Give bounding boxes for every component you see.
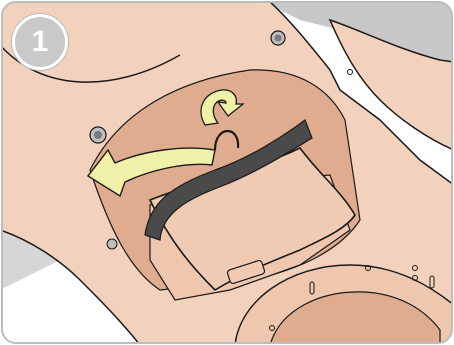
step-number: 1 (32, 27, 49, 57)
screw-left-lower (107, 239, 117, 249)
step-number-badge: 1 (12, 14, 68, 70)
